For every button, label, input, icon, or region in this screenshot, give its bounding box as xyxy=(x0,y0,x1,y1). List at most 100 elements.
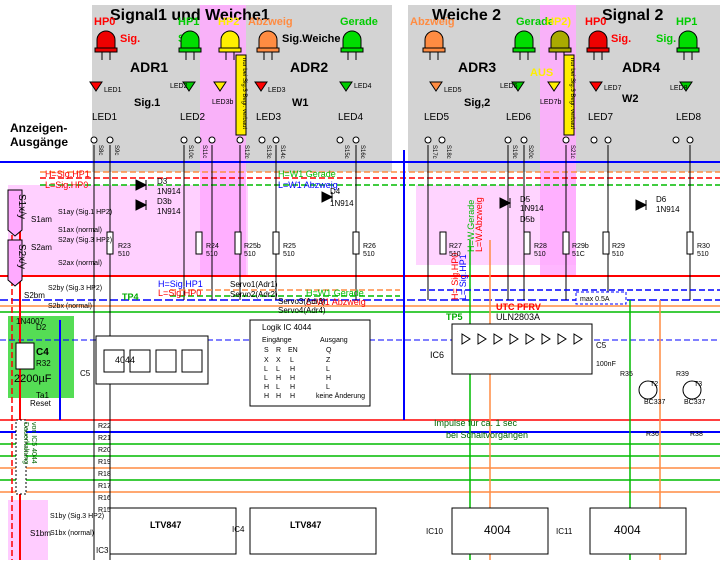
testpoint-tp4: TP4 xyxy=(122,292,139,302)
cell: keine Änderung xyxy=(316,392,365,400)
cell: H xyxy=(276,393,281,400)
switch-s1xy: S1x/y xyxy=(16,194,27,219)
resistor-r29b: R29b xyxy=(572,243,589,250)
cell: H xyxy=(290,366,295,373)
r-list-r18: R18 xyxy=(98,471,111,478)
resistor-r36: R36 xyxy=(646,431,659,438)
resistor-r35: R35 xyxy=(620,371,633,378)
group-sig2: Sig,2 xyxy=(464,97,490,109)
pin-s21c: S20c xyxy=(527,145,533,159)
cmos1-label: 4004 xyxy=(484,523,511,537)
legend-h-hp1: H=Sig.HP1 xyxy=(45,169,90,179)
transistor-t3-type: BC337 xyxy=(684,399,706,406)
adr2-label: ADR2 xyxy=(290,59,328,75)
vertical-note-1: nur bei Sig.3 Begr. verbaut xyxy=(241,58,247,129)
diode-d5b: D5b xyxy=(520,215,535,224)
led-small-6: LED5 xyxy=(444,87,462,94)
led-green-1 xyxy=(178,30,202,60)
resistor-r25b-val: 510 xyxy=(244,251,256,258)
diode-d5: D5 xyxy=(520,195,531,204)
servo-1: Servo1(Adr1) xyxy=(230,280,278,289)
label-hp0-b: HP0 xyxy=(585,16,606,28)
label-aus: AUS xyxy=(530,67,553,79)
led-red-2 xyxy=(586,30,610,60)
led-label-7: LED7 xyxy=(588,112,613,123)
switch-s2am: S2am xyxy=(31,243,52,252)
led-label-3: LED3 xyxy=(256,112,281,123)
label-sig-weiche: Sig.Weiche xyxy=(282,33,340,45)
title-signal1: Signal1 und Weiche1 xyxy=(110,7,270,24)
cmos2-label: 4004 xyxy=(614,523,641,537)
cell: H xyxy=(290,393,295,400)
label-sig-a: Sig. xyxy=(120,33,140,45)
ltv2-label: LTV847 xyxy=(290,520,321,530)
resistor-r25b: R25b xyxy=(244,243,261,250)
switch-s2ay: S2ay (Sig.3 HP2) xyxy=(58,237,112,244)
pin-s8c: S21c xyxy=(569,145,575,159)
led-green-3 xyxy=(512,30,536,60)
uln2803-driver: UTC PFRV ULN2803A IC6 max 0.5A C5 100nF xyxy=(430,291,627,375)
led-red-1 xyxy=(94,30,118,60)
cell: L xyxy=(326,366,330,373)
ic-ic4: IC4 xyxy=(232,525,245,534)
transistor-t3: T3 xyxy=(694,381,702,388)
logic-row-1: L L H L xyxy=(264,366,330,373)
led-small-10: LED8 xyxy=(670,85,688,92)
switch-s1am: S1am xyxy=(31,215,52,224)
r-list-r20: R20 xyxy=(98,447,111,454)
cell: H xyxy=(290,375,295,382)
resistor-r26: R26 xyxy=(363,243,376,250)
cell: L xyxy=(264,375,268,382)
led-label-4: LED4 xyxy=(338,112,363,123)
cell: H xyxy=(264,393,269,400)
diode-d3b-type: 1N914 xyxy=(157,207,181,216)
title-weiche2: Weiche 2 xyxy=(432,7,501,24)
logic-title: Logik IC 4044 xyxy=(262,323,312,332)
pin-s19c: S18c xyxy=(445,145,451,159)
resistor-r28-val: 510 xyxy=(534,251,546,258)
pin-s11c: S10c xyxy=(187,145,193,159)
pin-s20c: S19c xyxy=(511,145,517,159)
r-list-r16: R16 xyxy=(98,495,111,502)
vlegend-b: L= Sig.HP1 xyxy=(458,254,468,300)
cell: L xyxy=(290,357,294,364)
resistor-r29-val: 510 xyxy=(612,251,624,258)
servo-4: Servo4(Adr4) xyxy=(278,306,326,315)
switch-s2by: S2by (Sig.3 HP2) xyxy=(48,285,102,292)
power-section: C4 2200µF R32 Ta1 Reset C5 xyxy=(14,342,91,408)
resistor-row: R23 510 R24 510 R25b 510 R25 510 R26 510… xyxy=(106,231,710,258)
transistors: T2 T3 BC337 BC337 R35 R39 R36 R38 xyxy=(620,371,706,438)
ic-ic6: IC6 xyxy=(430,350,444,360)
switch-s1bx: S1bx (normal) xyxy=(50,530,94,537)
logic-row-4: H H H keine Änderung xyxy=(264,392,365,400)
adr3-label: ADR3 xyxy=(458,59,496,75)
vlegend-c: H=W.Gerade xyxy=(466,200,476,252)
led-small-9: LED7 xyxy=(604,85,622,92)
ic-ic3: IC3 xyxy=(96,546,109,555)
resistor-r30-val: 510 xyxy=(697,251,709,258)
logic-row-2: L H H H xyxy=(264,375,331,382)
pin-s14c: S13c xyxy=(265,145,271,159)
led-label-1: LED1 xyxy=(92,112,117,123)
led-row xyxy=(94,30,700,60)
ic-ltv847-2: LTV847 IC4 xyxy=(232,507,377,555)
cell: Z xyxy=(326,357,331,364)
led-yellow-1 xyxy=(218,30,242,60)
group-w1: W1 xyxy=(292,97,309,109)
note-dauer-2: von IC5 4044 xyxy=(30,422,37,464)
label-hp2-a: HP2 xyxy=(218,16,239,28)
r-list-r21: R21 xyxy=(98,435,111,442)
legend-h-hp1-b: H=Sig.HP1 xyxy=(158,279,203,289)
legend-l-w1: L=W1 Abzweig xyxy=(278,180,338,190)
cap-c5: C5 xyxy=(80,369,91,378)
logic-r-header: R xyxy=(276,347,281,354)
cap-c5b-value: 100nF xyxy=(596,361,616,368)
cell: X xyxy=(264,357,269,364)
led-label-8: LED8 xyxy=(676,112,701,123)
logic-q-header: Q xyxy=(326,347,332,354)
label-hp1-a: HP1 xyxy=(178,16,199,28)
resistor-bodies xyxy=(106,231,694,255)
note-dauer-1: Dauerhaltung xyxy=(22,422,29,464)
cap-c5b: C5 xyxy=(596,341,607,350)
